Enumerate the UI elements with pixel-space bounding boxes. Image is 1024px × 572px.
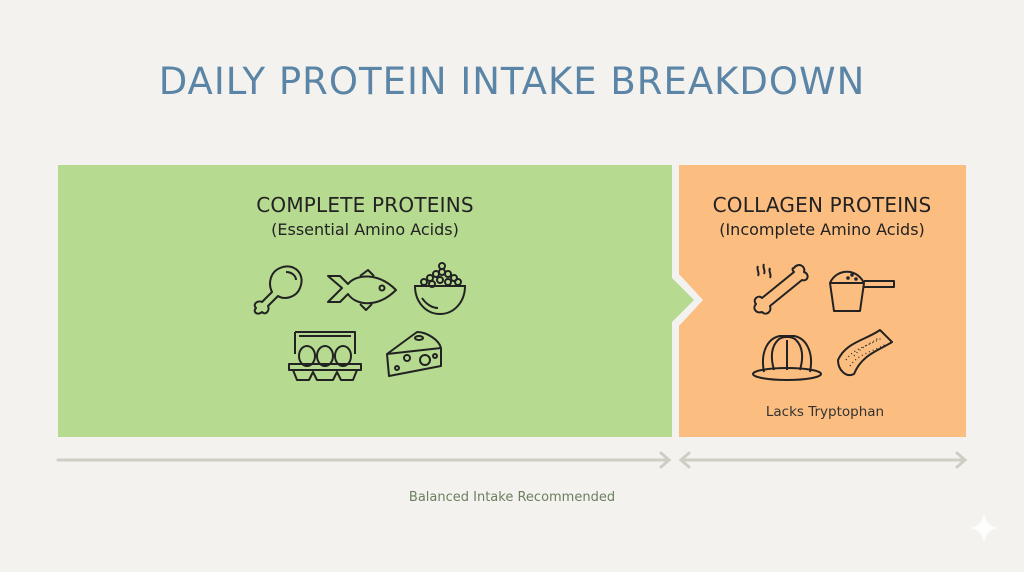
footer-caption: Balanced Intake Recommended bbox=[408, 490, 616, 505]
lacks-tryptophan-note: Lacks Tryptophan bbox=[765, 404, 885, 420]
sparkle-icon bbox=[970, 512, 998, 544]
bone-broth-icon bbox=[753, 263, 809, 315]
collagen-proteins-panel bbox=[679, 165, 966, 437]
chicken-leg-icon bbox=[253, 265, 303, 315]
powder-scoop-icon bbox=[829, 270, 895, 312]
collagen-sheet-icon bbox=[837, 329, 893, 376]
complete-range-arrow bbox=[56, 451, 672, 469]
page-title: DAILY PROTEIN INTAKE BREAKDOWN bbox=[158, 60, 866, 103]
complete-subheading: (Essential Amino Acids) bbox=[271, 220, 459, 239]
egg-carton-icon bbox=[288, 331, 362, 381]
collagen-range-arrow bbox=[678, 451, 968, 469]
complete-heading: COMPLETE PROTEINS bbox=[256, 193, 474, 217]
complete-proteins-panel bbox=[58, 165, 694, 437]
complete-heading-block: COMPLETE PROTEINS (Essential Amino Acids… bbox=[200, 193, 530, 239]
bowl-of-legumes-icon bbox=[413, 262, 467, 316]
collagen-subheading: (Incomplete Amino Acids) bbox=[719, 220, 925, 239]
fish-icon bbox=[327, 269, 397, 311]
cheese-wedge-icon bbox=[386, 331, 442, 377]
gelatin-mold-icon bbox=[752, 335, 822, 381]
collagen-heading: COLLAGEN PROTEINS bbox=[712, 193, 932, 217]
collagen-heading-block: COLLAGEN PROTEINS (Incomplete Amino Acid… bbox=[672, 193, 972, 239]
